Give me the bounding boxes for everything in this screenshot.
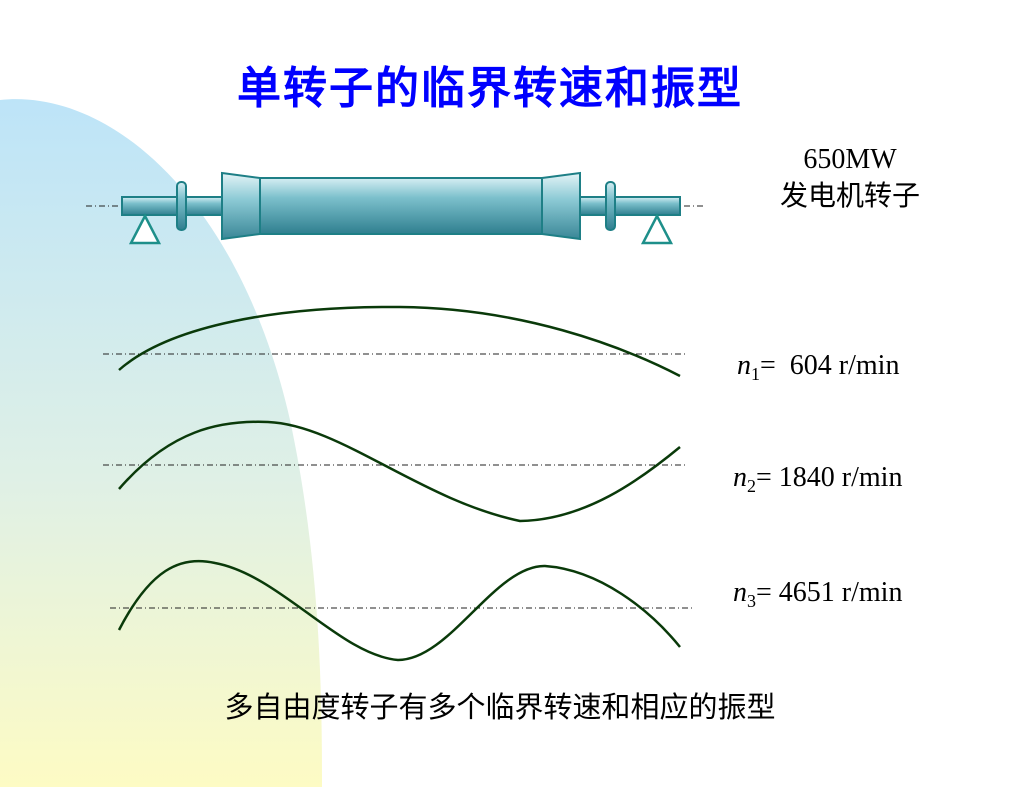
speed-value: = 4651 r/min — [756, 577, 903, 608]
speed-symbol: n — [733, 577, 747, 608]
left-cone — [221, 171, 261, 241]
page-title: 单转子的临界转速和振型 — [237, 63, 743, 114]
critical-speed-2: n2= 1840 r/min — [733, 462, 902, 497]
caption: 多自由度转子有多个临界转速和相应的振型 — [224, 690, 776, 724]
right-collar — [605, 181, 616, 231]
right-cone — [541, 171, 581, 241]
speed-symbol: n — [737, 350, 751, 381]
left-support-triangle-icon — [128, 213, 162, 245]
right-shaft — [579, 196, 681, 216]
left-collar — [176, 181, 187, 231]
speed-value: = 1840 r/min — [756, 462, 903, 493]
rotor-type-label: 发电机转子 — [779, 179, 920, 212]
right-support-triangle-icon — [640, 213, 674, 245]
speed-index: 3 — [747, 591, 756, 611]
speed-value: = 604 r/min — [760, 350, 900, 381]
speed-index: 1 — [751, 364, 760, 384]
mode-3-shape-curve — [117, 559, 681, 662]
rotor-power-label: 650MW — [803, 144, 897, 175]
speed-symbol: n — [733, 462, 747, 493]
mode-1-shape-curve — [118, 305, 681, 378]
critical-speed-3: n3= 4651 r/min — [733, 577, 902, 612]
left-shaft — [121, 196, 223, 216]
rotor-label: 650MW 发电机转子 — [740, 142, 960, 214]
mode-2-shape-curve — [118, 420, 681, 523]
critical-speed-1: n1= 604 r/min — [737, 350, 899, 385]
rotor-body — [259, 177, 543, 235]
speed-index: 2 — [747, 476, 756, 496]
